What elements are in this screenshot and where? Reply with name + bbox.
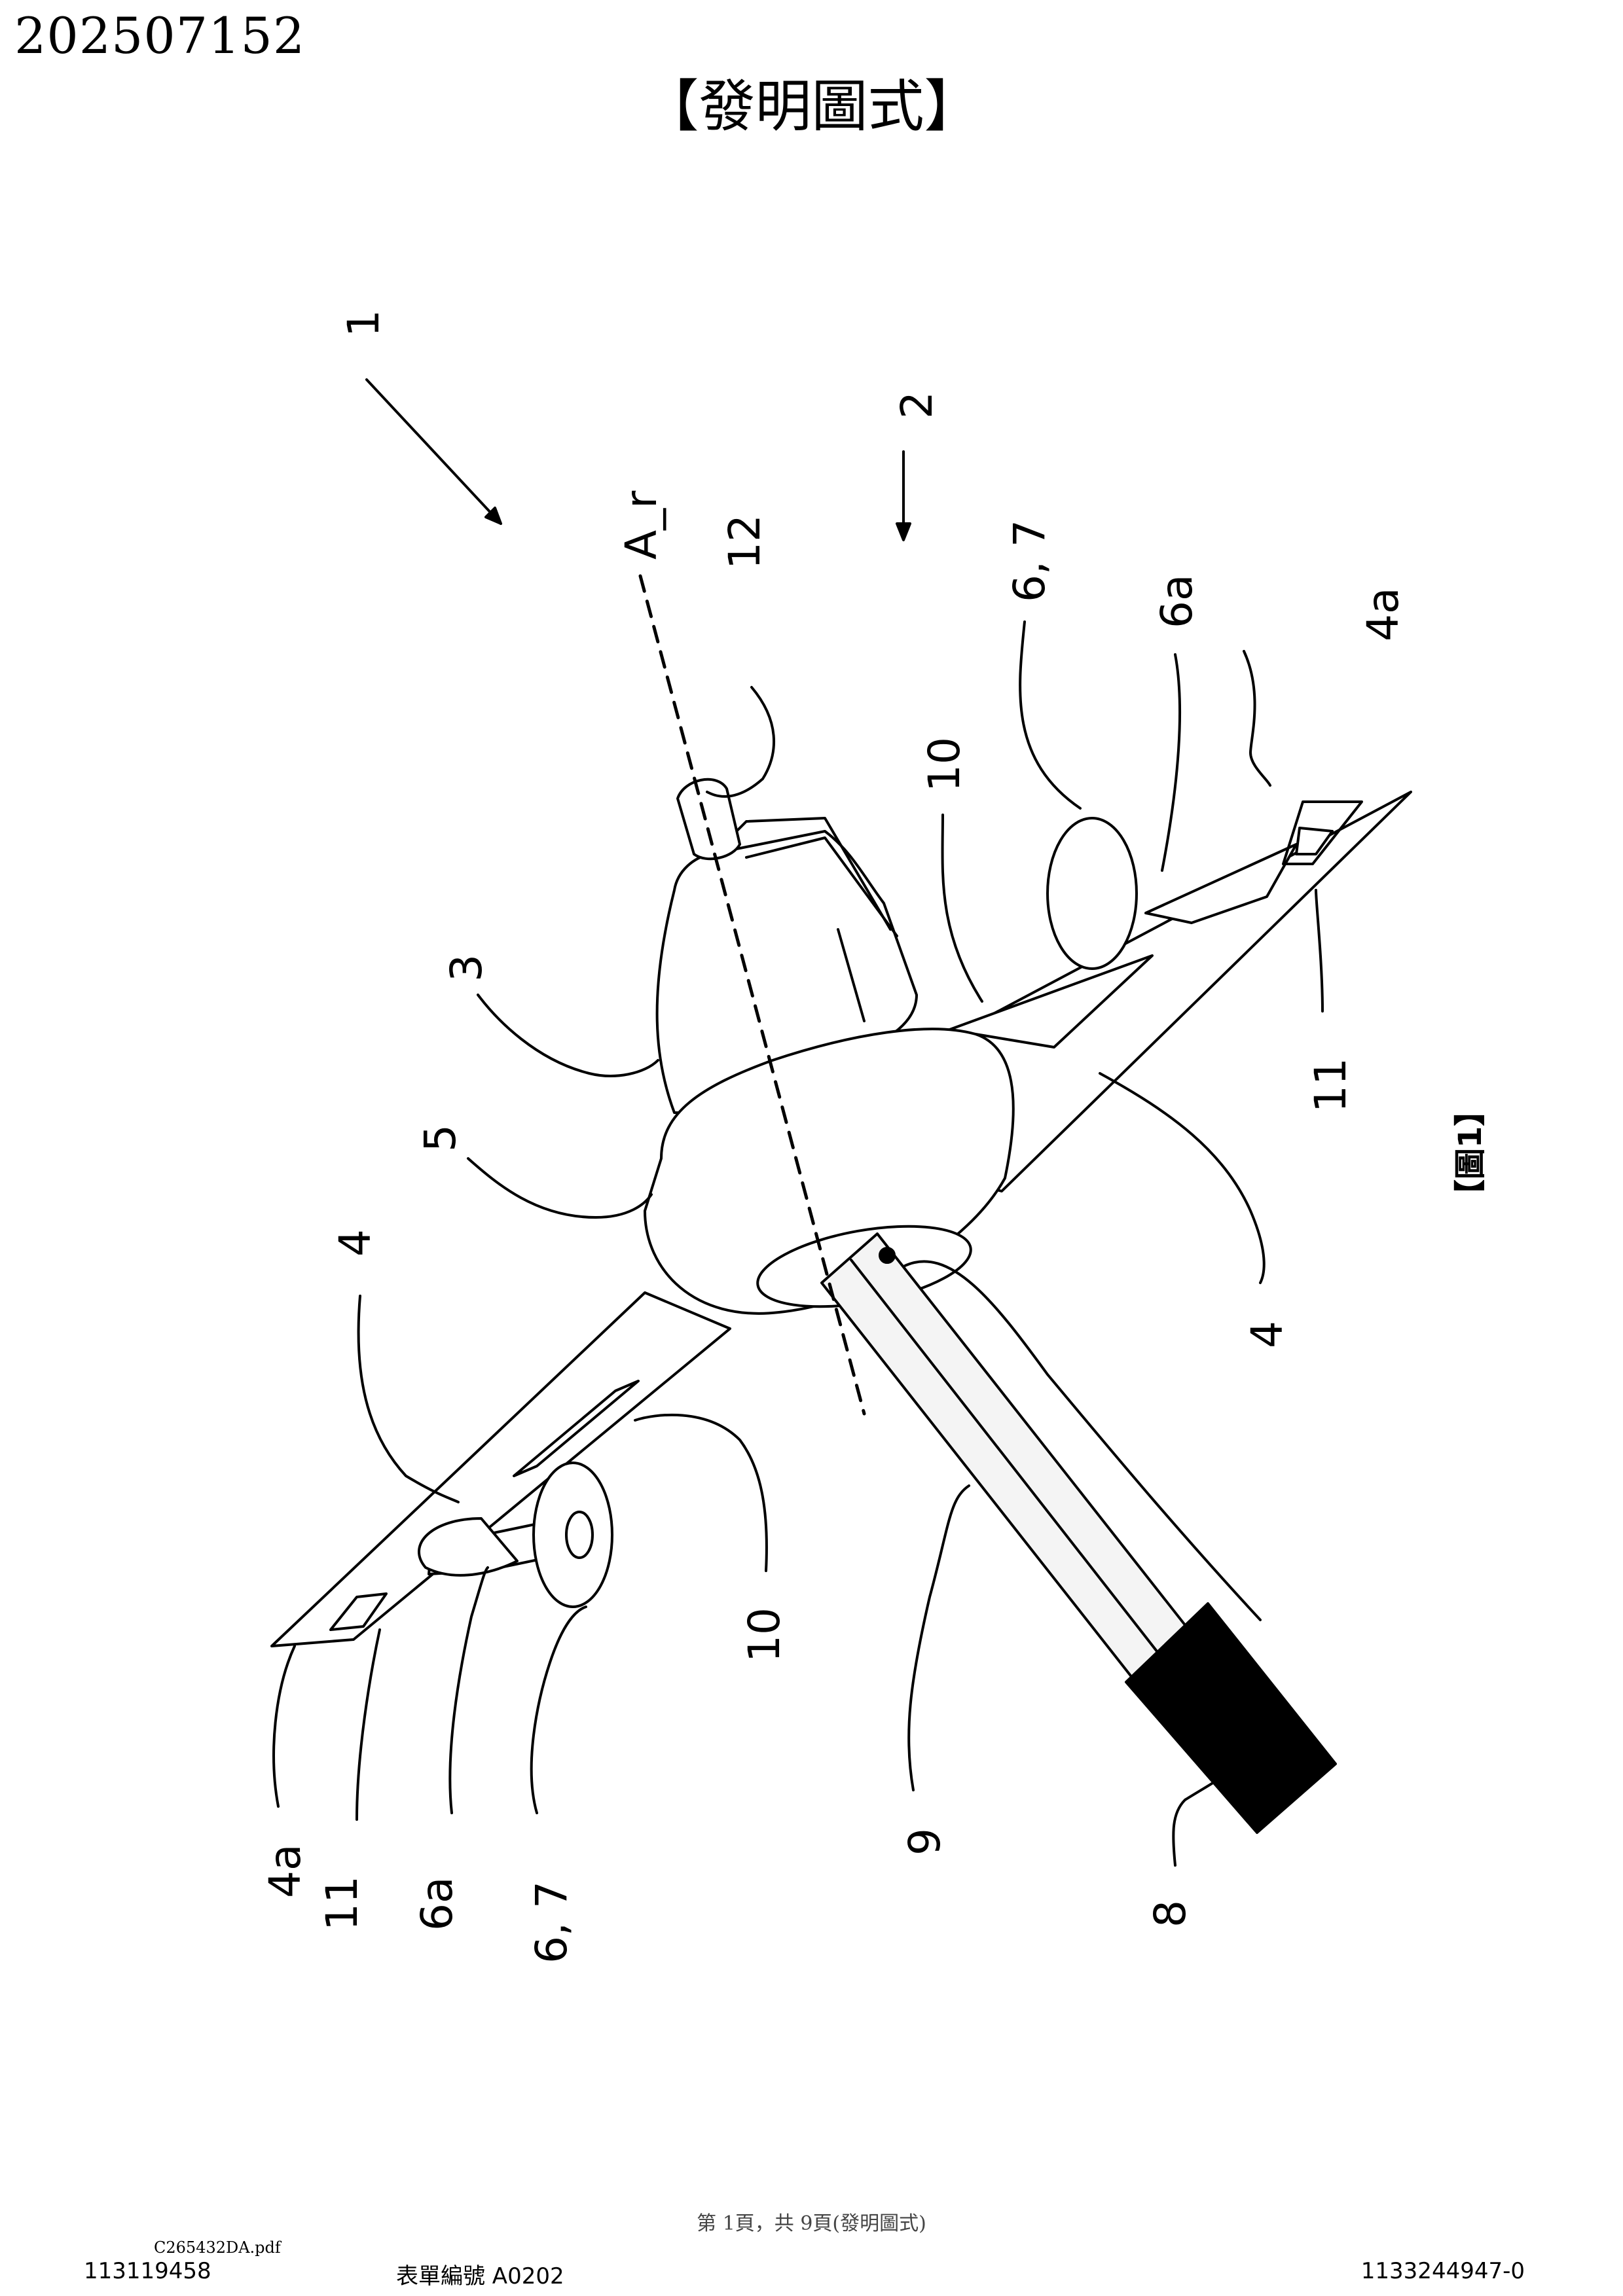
label-4-upper: 4 [330, 1229, 380, 1257]
application-number: 113119458 [84, 2258, 211, 2284]
label-11-left: 11 [317, 1876, 367, 1931]
label-6-7-right: 6, 7 [1004, 520, 1055, 602]
label-10-left: 10 [739, 1607, 790, 1662]
label-11-right: 11 [1305, 1058, 1356, 1113]
label-8: 8 [1145, 1900, 1195, 1928]
document-id: 1133244947-0 [1361, 2258, 1525, 2284]
arm-upper-left [272, 1293, 730, 1646]
label-4-lower: 4 [1242, 1321, 1292, 1348]
label-6a-right: 6a [1152, 575, 1202, 628]
page-info: 第 1頁，共 9頁(發明圖式) [0, 2207, 1623, 2236]
label-5: 5 [415, 1124, 465, 1152]
rotor-right [1048, 818, 1137, 969]
label-6-7-left: 6, 7 [526, 1881, 577, 1964]
label-4a-left: 4a [260, 1844, 310, 1898]
file-name: C265432DA.pdf [154, 2238, 281, 2257]
label-6a-left: 6a [412, 1877, 462, 1931]
label-9: 9 [900, 1828, 950, 1856]
figure-caption: 【圖1】 [1452, 1095, 1489, 1211]
label-12: 12 [720, 514, 770, 569]
label-3: 3 [441, 954, 492, 982]
form-number: 表單編號 A0202 [396, 2258, 564, 2290]
label-1: 1 [338, 310, 389, 337]
label-2: 2 [892, 391, 942, 419]
label-4a-right: 4a [1358, 588, 1408, 641]
label-axis: A_r [616, 490, 666, 560]
